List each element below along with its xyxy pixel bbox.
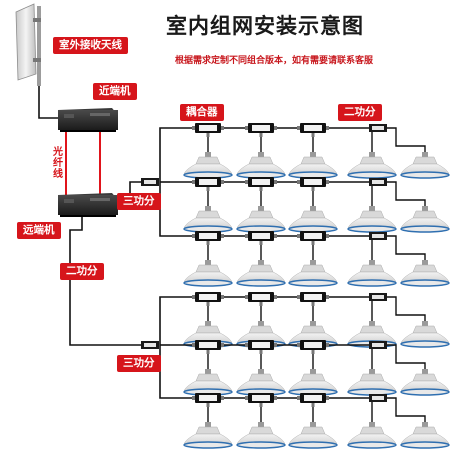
- ceiling-antenna-icon: [400, 368, 450, 396]
- coupler-label: 耦合器: [180, 104, 224, 121]
- coupler-icon: [245, 393, 277, 407]
- ceiling-antenna-icon: [400, 320, 450, 348]
- coupler-icon: [192, 393, 224, 407]
- outdoor-antenna-label: 室外接收天线: [53, 37, 128, 54]
- branch-cable: [372, 296, 426, 321]
- ceiling-antenna-icon: [400, 259, 450, 287]
- coupler-icon: [245, 123, 277, 137]
- far-end-label: 远端机: [17, 222, 61, 239]
- ceiling-antenna-icon: [236, 421, 286, 449]
- ceiling-antenna-icon: [347, 151, 397, 179]
- coupler-icon: [192, 123, 224, 137]
- splitter2-main-label: 二功分: [60, 263, 104, 280]
- ceiling-antenna-icon: [288, 205, 338, 233]
- ceiling-antenna-icon: [236, 259, 286, 287]
- coupler-icon: [192, 231, 224, 245]
- ceiling-antenna-icon: [400, 421, 450, 449]
- coupler-icon: [297, 123, 329, 137]
- splitter2-icon: [369, 178, 387, 186]
- near-end-label: 近端机: [93, 83, 137, 100]
- far-end-repeater-icon: [58, 193, 118, 217]
- ceiling-antenna-icon: [288, 259, 338, 287]
- coupler-icon: [245, 231, 277, 245]
- ceiling-antenna-icon: [183, 368, 233, 396]
- splitter3-upper-icon: [141, 178, 159, 186]
- ceiling-antenna-icon: [236, 205, 286, 233]
- coupler-icon: [192, 340, 224, 354]
- ceiling-antenna-icon: [347, 421, 397, 449]
- ceiling-antenna-icon: [347, 368, 397, 396]
- coupler-icon: [297, 231, 329, 245]
- ceiling-antenna-icon: [236, 151, 286, 179]
- splitter2-icon: [369, 341, 387, 349]
- branch-cable: [372, 127, 426, 152]
- coupler-icon: [297, 292, 329, 306]
- ceiling-antenna-icon: [183, 259, 233, 287]
- splitter2-top-label: 二功分: [338, 104, 382, 121]
- ceiling-antenna-icon: [347, 205, 397, 233]
- outdoor-antenna-icon: [15, 3, 41, 86]
- splitter2-icon: [369, 124, 387, 132]
- splitter2-icon: [369, 232, 387, 240]
- splitter2-icon: [369, 394, 387, 402]
- near-end-repeater-icon: [58, 108, 118, 132]
- coupler-icon: [192, 292, 224, 306]
- splitter3-lower-icon: [141, 341, 159, 349]
- ceiling-antenna-icon: [288, 151, 338, 179]
- fiber-label: 光纤线: [53, 147, 63, 180]
- branch-cable: [372, 181, 426, 206]
- coupler-icon: [245, 177, 277, 191]
- splitter2-icon: [369, 293, 387, 301]
- branch-cable: [372, 235, 426, 260]
- coupler-icon: [297, 177, 329, 191]
- ceiling-antenna-icon: [347, 259, 397, 287]
- ceiling-antenna-icon: [183, 151, 233, 179]
- fiber-line: [65, 132, 101, 195]
- ceiling-antenna-icon: [236, 368, 286, 396]
- ceiling-antenna-icon: [400, 205, 450, 233]
- page-subtitle: 根据需求定制不同组合版本，如有需要请联系客服: [175, 56, 374, 66]
- branch-cable: [372, 397, 426, 422]
- coupler-icon: [192, 177, 224, 191]
- coupler-icon: [297, 393, 329, 407]
- splitter3-lower-label: 三功分: [117, 355, 161, 372]
- ceiling-antenna-icon: [183, 205, 233, 233]
- ceiling-antenna-icon: [288, 368, 338, 396]
- ceiling-antenna-icon: [183, 421, 233, 449]
- antenna-rows: [170, 123, 450, 449]
- splitter3-upper-label: 三功分: [117, 193, 161, 210]
- coupler-icon: [245, 340, 277, 354]
- ceiling-antenna-icon: [400, 151, 450, 179]
- branch-cable: [372, 344, 426, 369]
- ceiling-antenna-icon: [288, 421, 338, 449]
- coupler-icon: [297, 340, 329, 354]
- page-title: 室内组网安装示意图: [166, 14, 364, 38]
- coupler-icon: [245, 292, 277, 306]
